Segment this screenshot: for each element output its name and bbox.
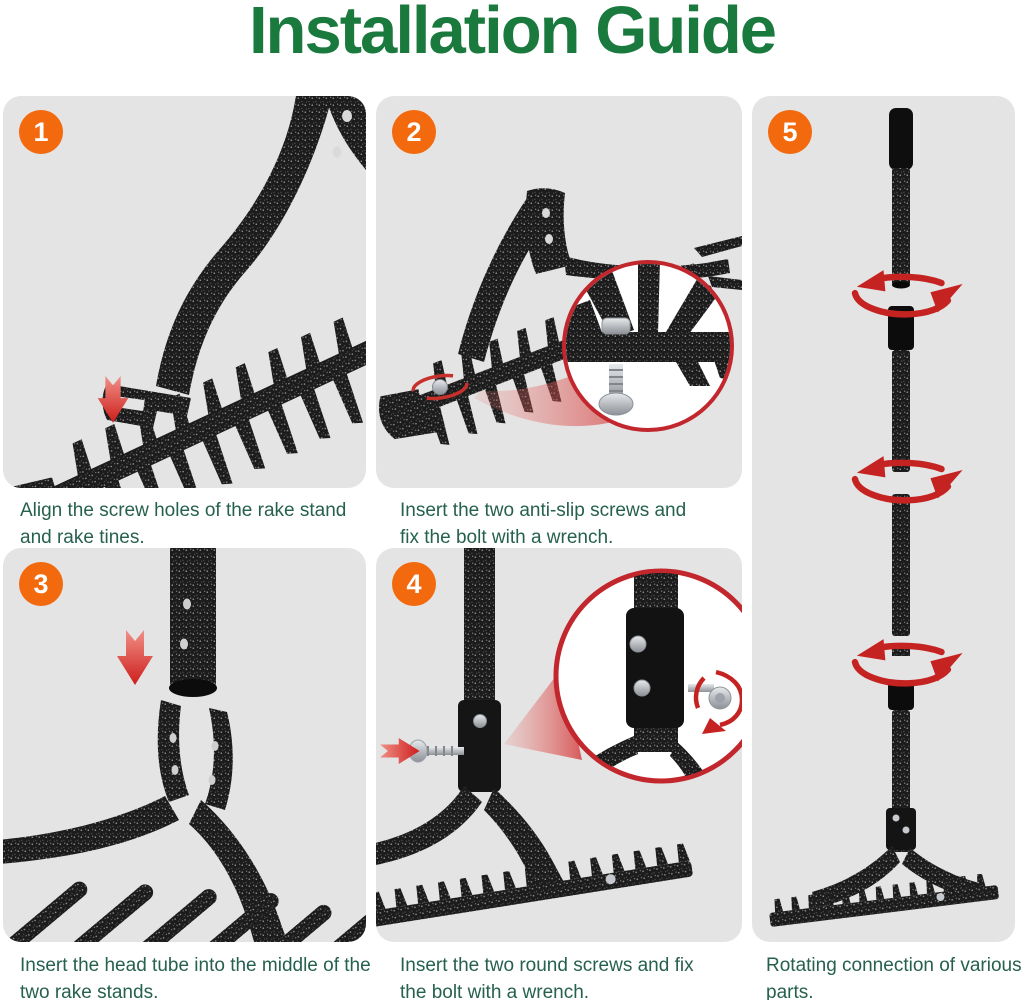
magnifier-circle bbox=[553, 568, 742, 784]
rake-tines bbox=[3, 317, 366, 488]
head-tube bbox=[169, 548, 217, 697]
rake-tines bbox=[376, 843, 693, 928]
step-number-badge: 1 bbox=[19, 110, 63, 154]
rake-head bbox=[769, 846, 999, 927]
rake-stands bbox=[3, 700, 288, 942]
step-number-badge: 4 bbox=[392, 562, 436, 606]
step-panel-2: 2 bbox=[376, 96, 742, 488]
step-panel-4: 4 bbox=[376, 548, 742, 942]
step-panel-5: 5 bbox=[752, 96, 1015, 942]
step-caption-1: Align the screw holes of the rake stand … bbox=[20, 500, 347, 548]
step-number-badge: 2 bbox=[392, 110, 436, 154]
anti-slip-screws-magnifier-illustration bbox=[378, 188, 742, 445]
step-panel-1: 1 bbox=[3, 96, 366, 488]
rake-stand-alignment-illustration bbox=[3, 96, 366, 488]
pole-rotating-connections-illustration bbox=[769, 108, 999, 927]
rotation-arrow-icon bbox=[855, 456, 963, 500]
step-panel-3: 3 bbox=[3, 548, 366, 942]
step-caption-3: Insert the head tube into the middle of … bbox=[20, 955, 371, 1000]
page-title: Installation Guide bbox=[248, 0, 777, 68]
step-caption-4: Insert the two round screws and fix the … bbox=[400, 955, 694, 1000]
step-number-badge: 5 bbox=[768, 110, 812, 154]
rake-stand-bracket bbox=[102, 96, 366, 428]
screw bbox=[598, 364, 634, 416]
round-screws-magnifier-illustration bbox=[376, 548, 742, 928]
magnifier-circle bbox=[562, 260, 734, 432]
step-number-badge: 3 bbox=[19, 562, 63, 606]
rake-tines bbox=[3, 881, 366, 942]
step-caption-2: Insert the two anti-slip screws and fix … bbox=[400, 500, 687, 548]
step-caption-5: Rotating connection of various parts. bbox=[766, 955, 1022, 1000]
anti-slip-screw bbox=[411, 373, 469, 401]
handle-pole-segments bbox=[886, 108, 916, 852]
handle-pole bbox=[458, 548, 501, 792]
head-tube-insertion-illustration bbox=[3, 548, 366, 942]
down-arrow-icon bbox=[117, 630, 153, 685]
rotation-arrow-icon bbox=[855, 639, 963, 683]
rotation-arrow-icon bbox=[693, 669, 742, 734]
rake-stands bbox=[376, 786, 566, 896]
